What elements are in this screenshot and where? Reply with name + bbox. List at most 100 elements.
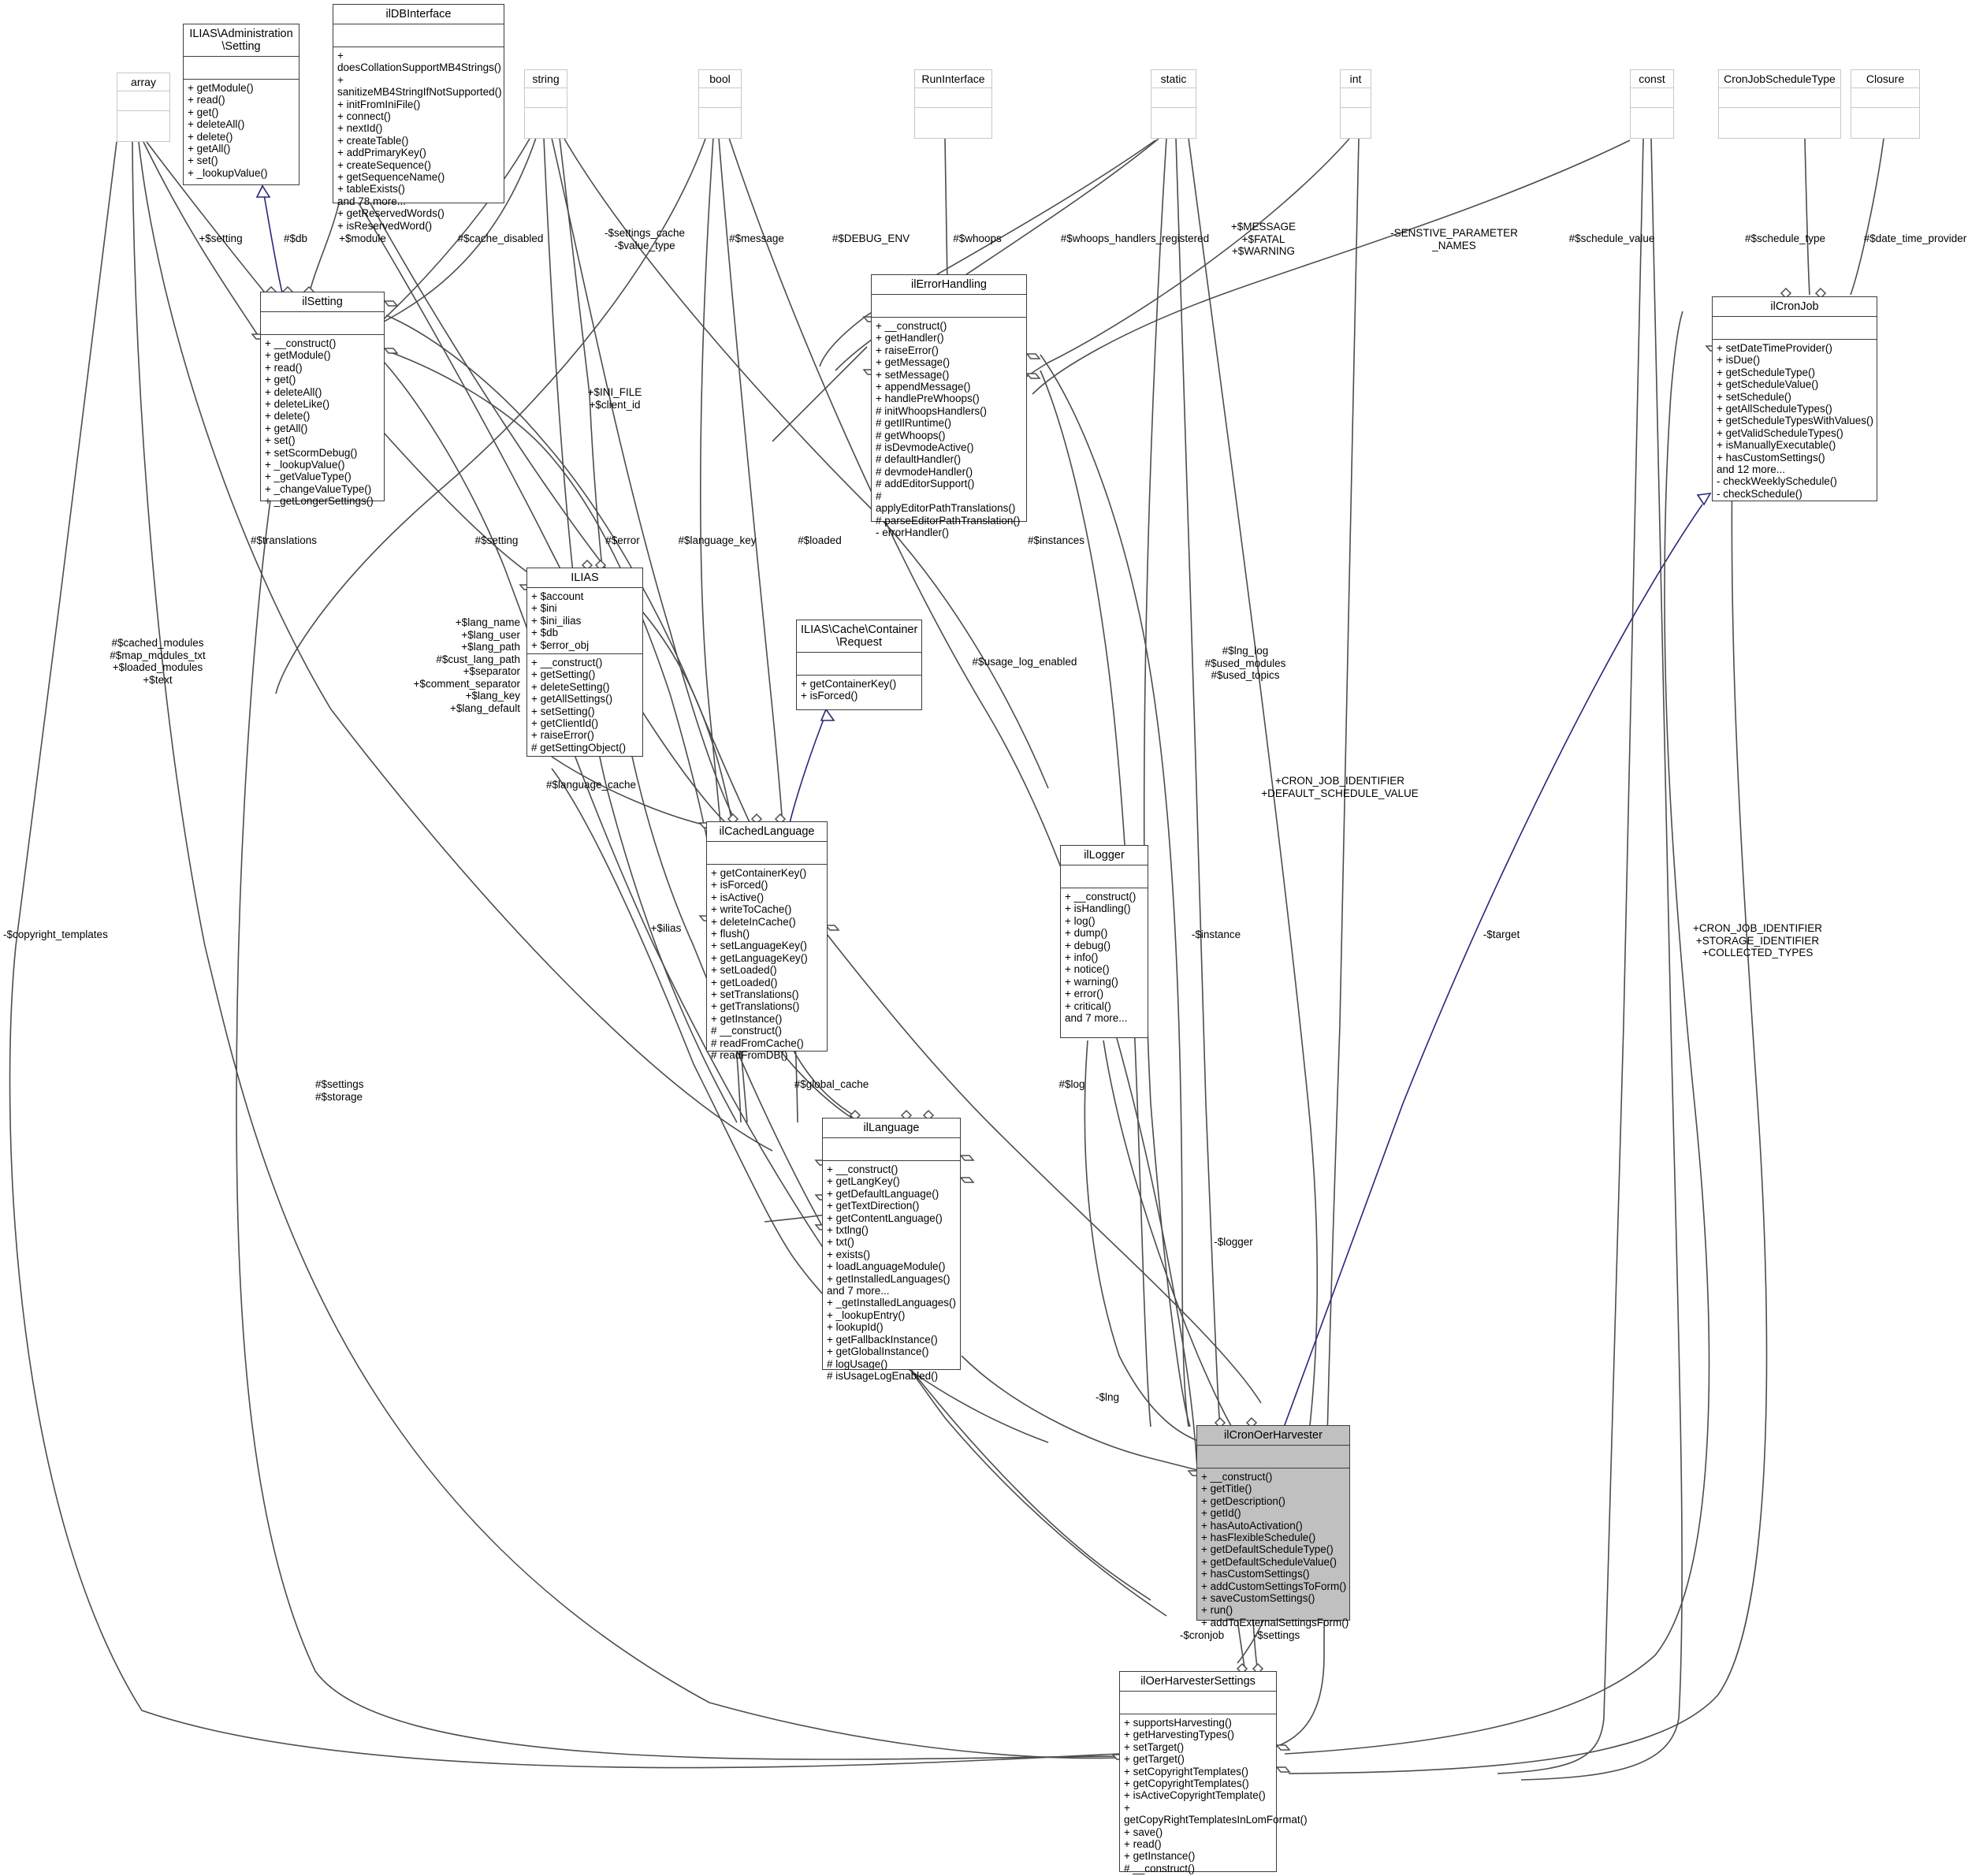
edge-label-instances: #$instances bbox=[1027, 534, 1085, 546]
node-attrs bbox=[699, 88, 741, 108]
node-ilcachedlanguage[interactable]: ilCachedLanguage + getContainerKey()+ is… bbox=[706, 821, 828, 1061]
node-runinterface[interactable]: RunInterface bbox=[914, 69, 992, 139]
member-line: + set() bbox=[188, 154, 218, 167]
edge-label-message-fatal-warning: +$MESSAGE +$FATAL +$WARNING bbox=[1230, 221, 1296, 257]
member-line: + deleteAll() bbox=[265, 385, 322, 398]
edge-label-instance: -$instance bbox=[1191, 929, 1241, 940]
node-ilias-administration-setting[interactable]: ILIAS\Administration \Setting + getModul… bbox=[183, 24, 299, 185]
edge-label-copyright-templates: -$copyright_templates bbox=[3, 929, 108, 940]
member-line: + lookupId() bbox=[827, 1321, 884, 1334]
member-line: # getSettingObject() bbox=[531, 741, 627, 754]
edge-label-whoops-handlers-registered: #$whoops_handlers_registered bbox=[1060, 233, 1210, 244]
member-line: + notice() bbox=[1065, 963, 1110, 976]
member-line: + getTextDirection() bbox=[827, 1200, 920, 1212]
edge-label-target: -$target bbox=[1483, 929, 1520, 940]
node-closure[interactable]: Closure bbox=[1851, 69, 1920, 139]
node-ops bbox=[1851, 108, 1919, 128]
association-socket bbox=[959, 1155, 975, 1161]
member-line: + _getLongerSettings() bbox=[265, 495, 374, 508]
edge-label-debug-env: #$DEBUG_ENV bbox=[831, 233, 910, 244]
member-line: + setTranslations() bbox=[711, 988, 799, 1001]
member-line: + raiseError() bbox=[531, 729, 594, 742]
member-line: + critical() bbox=[1065, 999, 1111, 1012]
member-line: + run() bbox=[1201, 1604, 1233, 1617]
node-attrs bbox=[261, 312, 384, 335]
node-cronjobscheduletype[interactable]: CronJobScheduleType bbox=[1718, 69, 1841, 139]
node-attrs bbox=[1151, 88, 1196, 108]
node-ops bbox=[1631, 108, 1673, 128]
member-line: + delete() bbox=[265, 410, 311, 422]
node-bool[interactable]: bool bbox=[698, 69, 742, 139]
member-line: + getLangKey() bbox=[827, 1175, 900, 1188]
member-line: + getHarvestingTypes() bbox=[1124, 1729, 1234, 1741]
node-ilias[interactable]: ILIAS + $account+ $ini+ $ini_ilias+ $db+… bbox=[526, 568, 643, 757]
member-line: + hasAutoActivation() bbox=[1201, 1519, 1303, 1532]
member-line: + getFallbackInstance() bbox=[827, 1333, 938, 1346]
member-line: + supportsHarvesting() bbox=[1124, 1717, 1232, 1729]
member-line: + addToExternalSettingsForm() bbox=[1201, 1616, 1349, 1628]
node-illogger[interactable]: ilLogger + __construct()+ isHandling()+ … bbox=[1060, 845, 1148, 1038]
node-ops: + supportsHarvesting()+ getHarvestingTyp… bbox=[1120, 1714, 1308, 1876]
association-socket bbox=[1275, 1766, 1291, 1773]
node-title: ILIAS\Administration \Setting bbox=[184, 24, 299, 57]
node-ildbinterface[interactable]: ilDBInterface + doesCollationSupportMB4S… bbox=[333, 4, 504, 232]
node-ilerrorhandling[interactable]: ilErrorHandling + __construct()+ getHand… bbox=[871, 274, 1027, 538]
member-line: + isActive() bbox=[711, 891, 765, 903]
edge-label-cached-modules: #$cached_modules #$map_modules_txt +$loa… bbox=[110, 637, 206, 686]
node-ops: + __construct()+ getHandler()+ raiseErro… bbox=[872, 318, 1026, 542]
edge-label-lng-log: #$lng_log #$used_modules #$used_topics bbox=[1204, 645, 1286, 681]
member-line: + getLanguageKey() bbox=[711, 951, 808, 964]
node-ops bbox=[525, 108, 567, 128]
edge-label-setting: +$setting bbox=[199, 233, 243, 244]
node-attrs bbox=[1631, 88, 1673, 108]
member-line: + $ini bbox=[531, 602, 557, 615]
edge-label-lang-block: +$lang_name +$lang_user +$lang_path #$cu… bbox=[413, 616, 520, 714]
member-line: + getScheduleType() bbox=[1717, 366, 1815, 378]
member-line: + addPrimaryKey() bbox=[337, 147, 426, 159]
node-static[interactable]: static bbox=[1151, 69, 1196, 139]
member-line: + isForced() bbox=[711, 879, 768, 891]
node-array[interactable]: array bbox=[117, 73, 170, 142]
member-line: # defaultHandler() bbox=[876, 453, 962, 466]
edge-label-whoops: #$whoops bbox=[953, 233, 1002, 244]
node-title: CronJobScheduleType bbox=[1719, 70, 1840, 88]
node-ops: + __construct()+ getLangKey()+ getDefaul… bbox=[823, 1161, 960, 1385]
node-ilcronoerharvester[interactable]: ilCronOerHarvester + __construct()+ getT… bbox=[1196, 1425, 1350, 1628]
node-const[interactable]: const bbox=[1630, 69, 1674, 139]
node-title: int bbox=[1341, 70, 1371, 88]
member-line: # __construct() bbox=[1124, 1862, 1196, 1874]
member-line: + setDateTimeProvider() bbox=[1717, 342, 1832, 354]
member-line: + nextId() bbox=[337, 122, 383, 135]
member-line: + __construct() bbox=[1065, 891, 1137, 903]
node-int[interactable]: int bbox=[1340, 69, 1371, 139]
node-title: ilLanguage bbox=[823, 1119, 960, 1138]
node-ops bbox=[117, 111, 169, 131]
node-ilsetting[interactable]: ilSetting + __construct()+ getModule()+ … bbox=[260, 292, 385, 507]
member-line: + flush() bbox=[711, 928, 750, 940]
node-ops bbox=[699, 108, 741, 128]
node-string[interactable]: string bbox=[524, 69, 567, 139]
node-illanguage[interactable]: ilLanguage + __construct()+ getLangKey()… bbox=[822, 1118, 961, 1382]
node-title: ilCronOerHarvester bbox=[1197, 1426, 1349, 1446]
association-socket bbox=[383, 348, 399, 354]
member-line: + setMessage() bbox=[876, 368, 950, 381]
node-ilcronjob[interactable]: ilCronJob + setDateTimeProvider()+ isDue… bbox=[1712, 296, 1877, 501]
member-line: + writeToCache() bbox=[711, 903, 792, 916]
node-ops: + getModule()+ read()+ get()+ deleteAll(… bbox=[184, 80, 299, 182]
member-line: + save() bbox=[1124, 1826, 1163, 1838]
member-line: + debug() bbox=[1065, 939, 1111, 951]
member-line: + getInstance() bbox=[711, 1012, 783, 1025]
member-line: + isReservedWord() bbox=[337, 219, 433, 232]
member-line: + getContainerKey() bbox=[801, 678, 897, 690]
node-title: ilOerHarvesterSettings bbox=[1120, 1672, 1276, 1692]
node-title: string bbox=[525, 70, 567, 88]
member-line: + $account bbox=[531, 590, 584, 602]
member-line: + info() bbox=[1065, 951, 1099, 964]
member-line: + __construct() bbox=[827, 1163, 898, 1175]
member-line: + error() bbox=[1065, 988, 1104, 1000]
member-line: + getCopyRightTemplatesInLomFormat() bbox=[1124, 1801, 1308, 1826]
node-iloerharvestersettings[interactable]: ilOerHarvesterSettings + supportsHarvest… bbox=[1119, 1671, 1308, 1874]
node-attrs bbox=[1341, 88, 1371, 108]
member-line: # applyEditorPathTranslations() bbox=[876, 489, 1016, 515]
node-ilias-cache-container-request[interactable]: ILIAS\Cache\Container \Request + getCont… bbox=[796, 620, 922, 710]
